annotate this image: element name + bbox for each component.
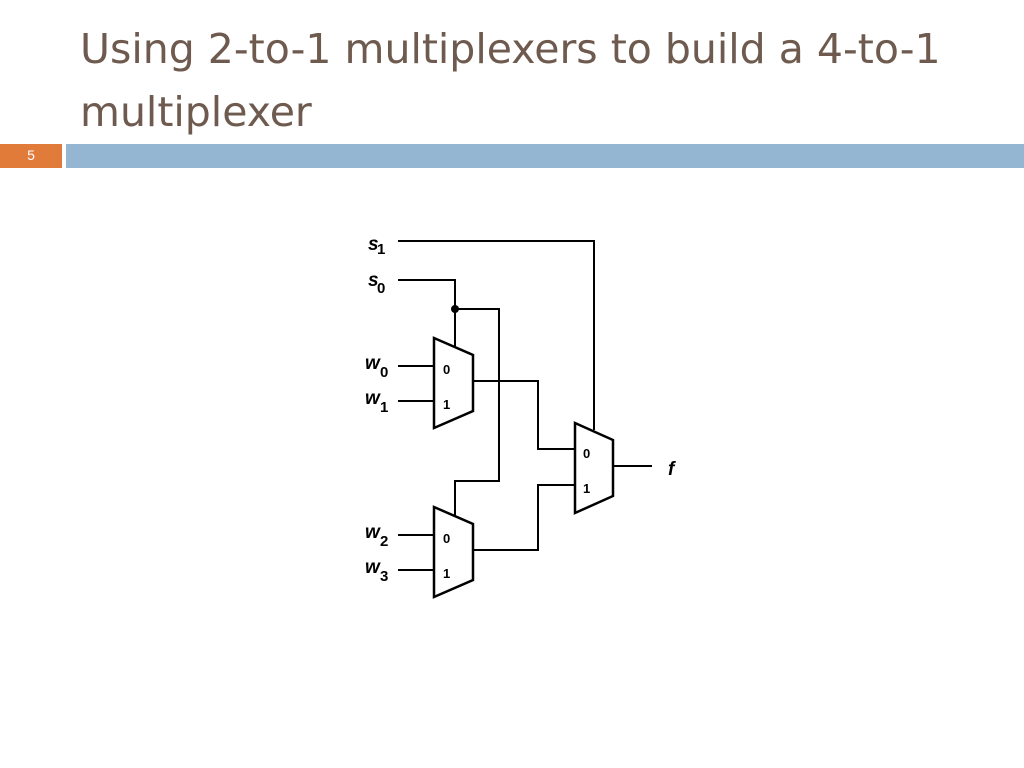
mux-top bbox=[432, 336, 475, 430]
mux-top-in0-label: 0 bbox=[443, 362, 450, 377]
wire-s1 bbox=[398, 240, 595, 430]
slide-number: 5 bbox=[27, 147, 35, 163]
mux-output-in0-label: 0 bbox=[583, 446, 590, 461]
label-w0: w 0 bbox=[365, 353, 388, 381]
mux-bottom bbox=[432, 505, 475, 599]
wire-s0 bbox=[398, 279, 456, 310]
mux-bottom-in1-label: 1 bbox=[443, 566, 450, 581]
mux-bottom-in0-label: 0 bbox=[443, 531, 450, 546]
mux-output-in1-label: 1 bbox=[583, 481, 590, 496]
label-w3-name: w bbox=[365, 557, 381, 578]
slide-title: Using 2-to-1 multiplexers to build a 4-t… bbox=[80, 25, 941, 136]
label-w1-sub: 1 bbox=[380, 399, 388, 416]
label-w2: w 2 bbox=[365, 522, 388, 550]
label-w1-name: w bbox=[365, 388, 381, 409]
label-s0-sub: 0 bbox=[377, 280, 385, 297]
label-w2-sub: 2 bbox=[380, 533, 388, 550]
label-w2-name: w bbox=[365, 522, 381, 543]
label-s1-name: s bbox=[368, 234, 379, 255]
label-w0-sub: 0 bbox=[380, 364, 388, 381]
label-f: f bbox=[668, 459, 676, 480]
label-w3-sub: 3 bbox=[380, 568, 388, 585]
slide-number-box bbox=[0, 144, 62, 168]
mux-output bbox=[573, 421, 615, 515]
label-w1: w 1 bbox=[365, 388, 388, 416]
wire-top-mux-out bbox=[472, 380, 576, 450]
label-s1: s 1 bbox=[368, 234, 385, 258]
label-w3: w 3 bbox=[365, 557, 388, 585]
label-s0-name: s bbox=[368, 270, 379, 291]
label-w0-name: w bbox=[365, 353, 381, 374]
wire-bottom-mux-out bbox=[472, 484, 576, 551]
title-underline-bar bbox=[66, 144, 1024, 168]
label-s0: s 0 bbox=[368, 270, 385, 297]
wire-s0-bottom-mux bbox=[454, 308, 500, 516]
label-s1-sub: 1 bbox=[377, 241, 385, 258]
mux-top-in1-label: 1 bbox=[443, 397, 450, 412]
junction-dot bbox=[451, 305, 459, 313]
